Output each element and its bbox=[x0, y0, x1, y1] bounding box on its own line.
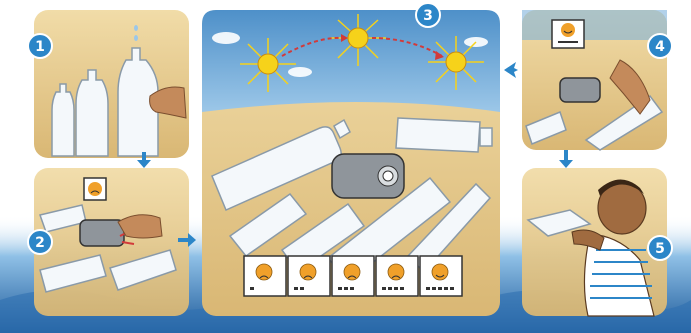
arrow-right-icon bbox=[504, 62, 518, 78]
sad-face-icon bbox=[344, 264, 360, 280]
panel-step-5: 5 bbox=[522, 168, 672, 316]
uv-indicator-device-icon bbox=[80, 220, 124, 246]
step-number-2: 2 bbox=[35, 235, 45, 251]
happy-face-icon bbox=[432, 264, 448, 280]
sad-face-icon bbox=[88, 182, 102, 196]
step-number-1: 1 bbox=[35, 39, 45, 55]
sad-face-icon bbox=[256, 264, 272, 280]
indicator-cell bbox=[288, 256, 330, 296]
uv-indicator-device-icon bbox=[560, 78, 600, 102]
step-number-5: 5 bbox=[655, 241, 665, 257]
panel-step-4: 4 bbox=[522, 10, 672, 150]
hand-icon bbox=[118, 215, 162, 238]
step-number-4: 4 bbox=[655, 39, 665, 55]
sad-face-icon bbox=[388, 264, 404, 280]
happy-face-icon bbox=[561, 23, 575, 37]
indicator-cell bbox=[376, 256, 418, 296]
panel-step-3: 3 bbox=[202, 3, 500, 316]
arrow-down-icon bbox=[559, 150, 573, 168]
panel-step-2: 2 bbox=[28, 168, 189, 316]
step-number-3: 3 bbox=[423, 8, 433, 24]
indicator-cell bbox=[244, 256, 286, 296]
panel-step-1: 1 bbox=[28, 10, 189, 158]
indicator-cell bbox=[332, 256, 374, 296]
indicator-cell bbox=[420, 256, 462, 296]
indicator-strip bbox=[244, 256, 462, 296]
sad-face-icon bbox=[300, 264, 316, 280]
